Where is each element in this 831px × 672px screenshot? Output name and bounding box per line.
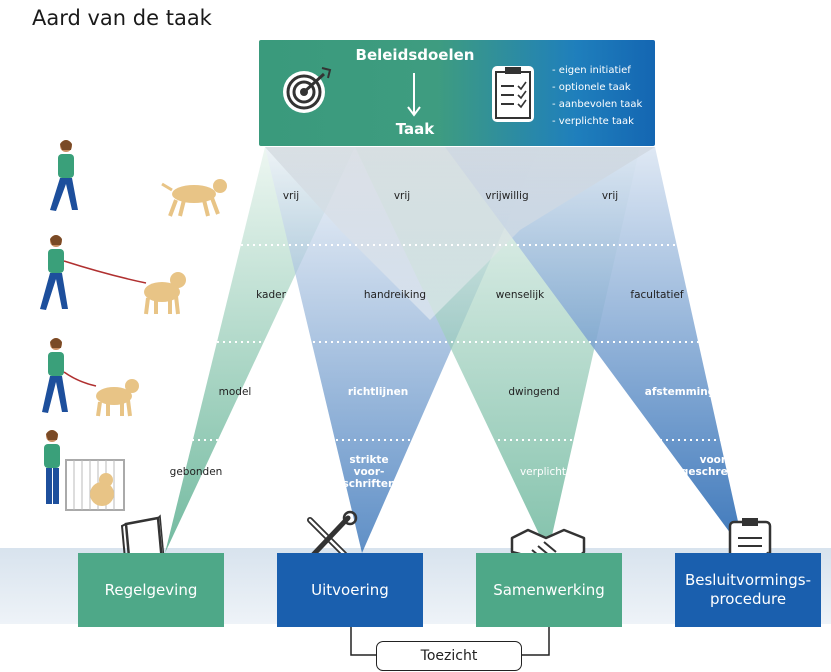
dog-icon: [161, 179, 227, 217]
dog-cage-icon: [65, 459, 125, 511]
clipboard-icon: [492, 66, 534, 122]
person-walking-icon: [50, 140, 78, 211]
dog-icon: [144, 272, 186, 315]
top-box-subtitle: Taak: [395, 120, 435, 138]
person-walking-icon: [44, 430, 60, 504]
cell-label: richtlijnen: [347, 386, 409, 398]
task-type-item: - eigen initiatief: [552, 65, 631, 76]
toezicht-box: Toezicht: [376, 641, 522, 671]
task-type-item: - optionele taak: [552, 82, 631, 93]
cell-label: vrij: [282, 190, 300, 202]
task-type-item: - verplichte taak: [552, 116, 634, 127]
funnel-besluit: [445, 147, 745, 553]
cell-label: wenselijk: [495, 289, 545, 301]
cell-label: strikte voor- schriften: [342, 454, 396, 490]
goals-box: [259, 40, 655, 146]
uitvoering-box: Uitvoering: [277, 553, 423, 627]
cell-label: facultatief: [630, 289, 684, 301]
cell-label: verplicht: [519, 466, 567, 478]
cell-label: vrijwillig: [485, 190, 529, 202]
dog-icon: [96, 379, 139, 417]
top-box-title: Beleidsdoelen: [355, 46, 475, 64]
cell-label: vrij: [393, 190, 411, 202]
cell-label: voor- geschreven: [680, 454, 750, 478]
person-walking-icon: [42, 338, 97, 413]
cell-label: handreiking: [363, 289, 427, 301]
task-type-list: - eigen initiatief - optionele taak - aa…: [552, 62, 642, 130]
page-title: Aard van de taak: [32, 6, 212, 30]
samenwerking-box: Samenwerking: [476, 553, 622, 627]
target-icon: [283, 67, 332, 113]
cell-label: afstemming: [644, 386, 716, 398]
cell-label: vrij: [601, 190, 619, 202]
task-type-item: - aanbevolen taak: [552, 99, 643, 110]
cell-label: dwingend: [508, 386, 560, 398]
toezicht-connector: [350, 627, 550, 656]
cell-label: model: [218, 386, 252, 398]
tools-icon: [307, 510, 358, 559]
cell-label: kader: [256, 289, 286, 301]
besluitvormingsprocedure-box: Besluitvormings- procedure: [675, 553, 821, 627]
cell-label: gebonden: [169, 466, 223, 478]
person-walking-icon: [40, 235, 147, 310]
regelgeving-box: Regelgeving: [78, 553, 224, 627]
